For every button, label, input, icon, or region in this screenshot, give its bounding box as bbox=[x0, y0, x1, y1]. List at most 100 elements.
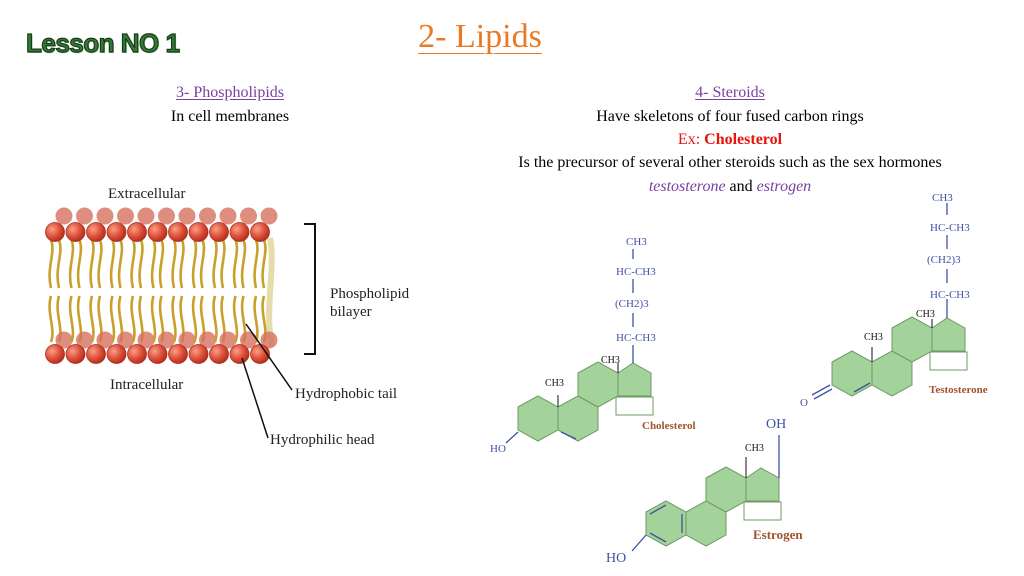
lipid-head bbox=[188, 222, 209, 242]
lipid-tail bbox=[56, 239, 62, 289]
lipid-tail bbox=[97, 239, 103, 289]
estrogen-d-box bbox=[743, 501, 782, 521]
head-pointer bbox=[241, 357, 269, 439]
lipid-head bbox=[76, 207, 93, 225]
lipid-tail bbox=[76, 239, 83, 289]
steroids-example: Ex: Cholesterol bbox=[480, 131, 980, 149]
phospholipids-subtitle: In cell membranes bbox=[170, 108, 290, 125]
steroid-structures: CH3 HC-CH3 (CH2)3 HC-CH3 HO CH3 HC-CH3 (… bbox=[490, 192, 988, 566]
hydrophilic-head-label: Hydrophilic head bbox=[270, 432, 375, 448]
test-chain-hcch3-2: HC-CH3 bbox=[930, 289, 970, 301]
test-chain-ch3: CH3 bbox=[932, 192, 953, 204]
lipid-head bbox=[106, 222, 127, 242]
bilayer bbox=[45, 207, 278, 364]
hormone-estrogen: estrogen bbox=[756, 178, 812, 195]
estrogen-oh: OH bbox=[766, 417, 786, 432]
lipid-head bbox=[117, 331, 134, 349]
hormone-testosterone: testosterone bbox=[648, 178, 726, 195]
lipid-tail bbox=[232, 239, 239, 289]
lipid-head bbox=[158, 207, 175, 225]
lipid-tail bbox=[232, 295, 239, 343]
lipid-tail bbox=[253, 239, 259, 289]
lipid-head bbox=[199, 207, 216, 225]
test-methyl-2: CH3 bbox=[916, 309, 935, 320]
estrogen-ring-d bbox=[745, 467, 780, 502]
chol-ho: HO bbox=[490, 443, 506, 455]
lipid-tail bbox=[68, 239, 75, 289]
estrogen-methyl: CH3 bbox=[745, 443, 764, 454]
lipid-head bbox=[55, 207, 73, 225]
lipid-tail bbox=[199, 239, 206, 289]
lipid-head bbox=[127, 222, 147, 242]
lipid-tail bbox=[109, 239, 116, 289]
steroids-heading: 4- Steroids bbox=[480, 84, 980, 102]
lipid-head bbox=[229, 222, 250, 242]
chol-chain-hcch3: HC-CH3 bbox=[616, 266, 656, 278]
tail-pointer bbox=[245, 323, 293, 391]
lipid-tail bbox=[212, 239, 218, 289]
intracellular-label: Intracellular bbox=[110, 377, 183, 393]
lipid-tail bbox=[150, 239, 157, 289]
lipid-tail bbox=[240, 239, 247, 289]
chol-chain-hcch3-2: HC-CH3 bbox=[616, 332, 656, 344]
phospholipids-heading-text: 3- Phospholipids bbox=[175, 84, 284, 101]
lipid-head bbox=[106, 344, 127, 364]
testosterone-ring-d bbox=[931, 317, 966, 352]
lipid-head bbox=[65, 222, 86, 242]
test-chain-hcch3: HC-CH3 bbox=[930, 222, 970, 234]
page-title: 2- Lipids bbox=[0, 18, 960, 56]
lipid-tail bbox=[220, 239, 226, 289]
chol-methyl-2: CH3 bbox=[601, 355, 620, 366]
lipid-head bbox=[209, 222, 229, 242]
lipid-head bbox=[260, 331, 278, 349]
lipid-tail bbox=[150, 295, 157, 343]
lipid-tail bbox=[130, 239, 136, 289]
lipid-head bbox=[219, 207, 237, 225]
bilayer-label-line2: bilayer bbox=[330, 304, 372, 320]
steroids-precursor: Is the precursor of several other steroi… bbox=[518, 154, 942, 171]
example-cholesterol: Cholesterol bbox=[704, 131, 783, 148]
cholesterol-ring-d bbox=[617, 362, 652, 397]
lipid-head bbox=[96, 331, 114, 349]
lipid-tail bbox=[138, 239, 144, 289]
estrogen-label: Estrogen bbox=[753, 527, 803, 542]
page-title-text: 2- Lipids bbox=[418, 18, 542, 55]
lipid-tail bbox=[158, 239, 165, 289]
lipid-tail bbox=[48, 295, 54, 343]
chol-chain-ch2: (CH2)3 bbox=[615, 298, 649, 310]
estrogen-ring-a bbox=[645, 500, 687, 547]
lipid-tail bbox=[212, 295, 218, 343]
lipid-head bbox=[147, 222, 168, 242]
lipid-head bbox=[209, 344, 229, 364]
cholesterol-label: Cholesterol bbox=[642, 420, 696, 432]
test-chain-ch2: (CH2)3 bbox=[927, 254, 961, 266]
phospholipid-bilayer-diagram: Extracellular Intracellular Phospholipid… bbox=[45, 186, 410, 448]
steroids-hormones: testosterone and estrogen bbox=[480, 178, 980, 196]
extracellular-label: Extracellular bbox=[108, 186, 185, 202]
steroids-heading-text: 4- Steroids bbox=[695, 84, 765, 101]
lipid-tail bbox=[68, 295, 75, 343]
lipid-tail bbox=[191, 239, 198, 289]
lesson-label: Lesson NO 1 bbox=[25, 27, 180, 58]
lipid-head bbox=[240, 207, 257, 225]
lipid-tail bbox=[130, 295, 136, 343]
lipid-head bbox=[219, 331, 237, 349]
lipid-tail bbox=[109, 295, 116, 343]
hormone-and: and bbox=[729, 178, 753, 195]
test-o: O bbox=[800, 397, 808, 409]
bilayer-bracket bbox=[304, 223, 316, 355]
lipid-tail bbox=[48, 239, 54, 289]
lipid-head bbox=[158, 331, 175, 349]
example-prefix: Ex: bbox=[677, 131, 701, 148]
lipid-tail bbox=[171, 239, 177, 289]
lipid-tail bbox=[89, 239, 95, 289]
test-methyl-1: CH3 bbox=[864, 332, 883, 343]
lipid-head bbox=[229, 344, 250, 364]
bilayer-label-line1: Phospholipid bbox=[330, 286, 410, 302]
lipid-head bbox=[250, 222, 270, 242]
lipid-tail bbox=[89, 295, 95, 343]
chol-methyl-1: CH3 bbox=[545, 378, 564, 389]
bilayer-edge bbox=[266, 237, 275, 347]
steroids-description: Have skeletons of four fused carbon ring… bbox=[596, 108, 864, 125]
lipid-head bbox=[168, 222, 188, 242]
